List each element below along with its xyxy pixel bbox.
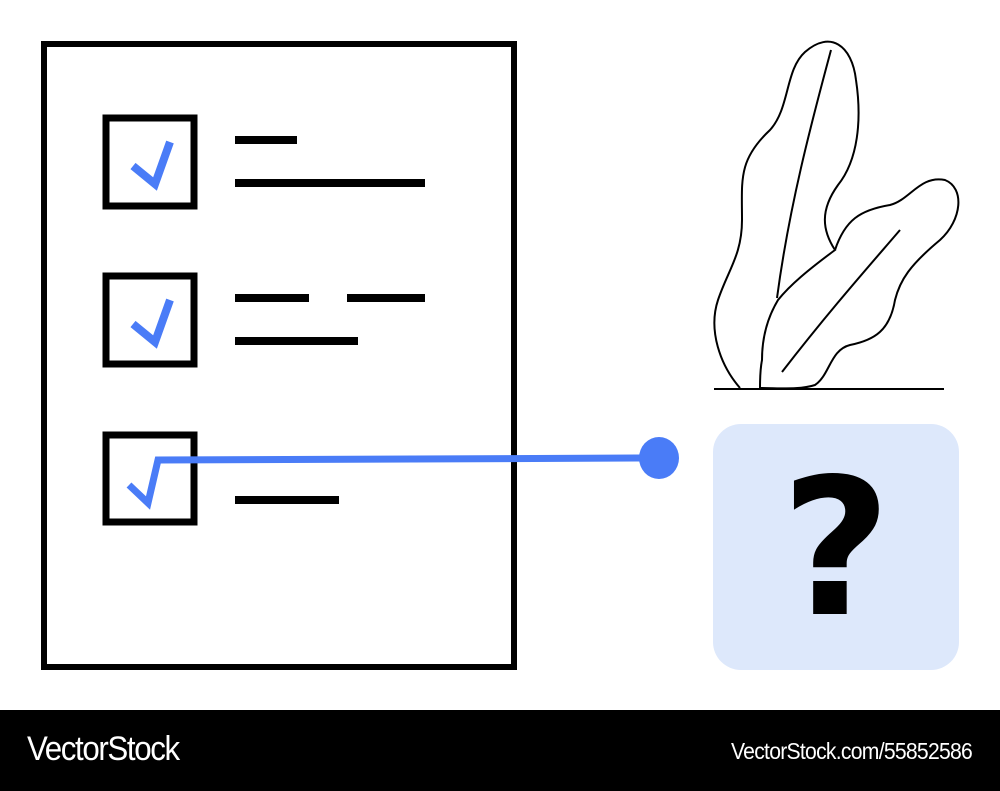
illustration [41,40,960,670]
watermark-footer: VectorStock VectorStock.com/55852586 [0,710,1000,791]
text-line [347,294,425,302]
document-sheet [41,41,517,670]
plant-icon [713,40,960,390]
question-box: ? [713,424,959,670]
text-line [235,136,297,144]
checkbox-icon [102,272,198,368]
text-line [235,496,339,504]
image-reference: VectorStock.com/55852586 [730,738,973,764]
connector-dot [639,437,679,479]
text-line [235,337,358,345]
checkmark-icon [130,298,174,349]
text-line [235,294,309,302]
checkmark-icon [130,140,174,191]
text-line [235,179,425,187]
checklist-item-2 [102,272,425,368]
connector-line [126,454,651,510]
checkbox-icon [102,431,198,526]
question-mark-icon: ? [780,438,892,659]
checklist-item-3 [102,431,679,526]
checkbox-icon [102,114,198,210]
brand-logo: VectorStock [27,730,180,768]
checklist-item-1 [102,114,425,210]
